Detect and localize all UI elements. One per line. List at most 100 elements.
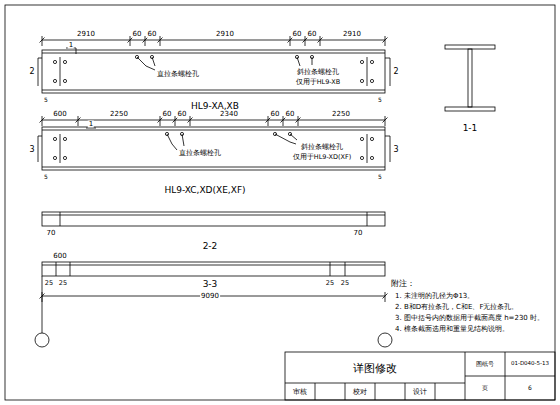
leader-line	[290, 134, 297, 140]
extension-line	[268, 116, 269, 126]
stiffener-line	[345, 262, 346, 276]
dimension-text: 60	[177, 111, 188, 118]
title-block-line	[435, 383, 436, 400]
beam-elevation	[42, 127, 385, 170]
dimension-tick	[383, 294, 388, 299]
bolt-hole	[370, 156, 373, 159]
section-number: 2	[392, 68, 399, 76]
stiffener-line	[56, 262, 57, 276]
title-block-line	[345, 383, 346, 400]
bolt-hole	[370, 137, 373, 140]
note-text: 1. 未注明的孔径为Φ13。	[394, 293, 475, 300]
section-title: 3-3	[202, 280, 219, 289]
bolt-hole	[63, 60, 66, 63]
dimension-text: 60	[292, 31, 303, 38]
dimension-text: 5	[43, 174, 49, 180]
leader-line	[297, 57, 300, 66]
dimension-tick	[288, 38, 293, 43]
dimension-tick	[128, 38, 133, 43]
top-flange	[445, 45, 495, 49]
section-cut-mark	[38, 136, 39, 162]
dimension-tick	[143, 38, 148, 43]
bolt-hole	[360, 79, 363, 82]
dimension-text: 2250	[109, 111, 129, 118]
bolt-hole	[53, 79, 56, 82]
axis-bubble	[378, 333, 392, 347]
bolt-hole	[63, 156, 66, 159]
section-number: 2	[28, 68, 35, 76]
extension-line	[42, 36, 43, 46]
beam-elevation	[42, 50, 385, 93]
bolt-hole	[63, 137, 66, 140]
section-number: 3	[28, 146, 35, 154]
bottom-flange	[445, 107, 495, 111]
dimension-text: 70	[353, 230, 364, 237]
leader-line	[312, 57, 313, 65]
axis-bubble	[35, 333, 49, 347]
leader-line	[137, 57, 155, 70]
leader-line	[182, 134, 184, 146]
dimension-text: 25	[340, 280, 350, 287]
notes-heading: 附注：	[390, 280, 416, 288]
dimension-text: 2250	[331, 111, 351, 118]
stiffener-line	[367, 212, 368, 226]
dimension-text: 25	[58, 280, 68, 287]
dimension-text: 9090	[200, 293, 220, 300]
bolt-hole	[63, 79, 66, 82]
bolt-hole	[53, 137, 56, 140]
section-number: 3	[392, 146, 399, 154]
bolt-hole	[370, 60, 373, 63]
title-block	[285, 352, 555, 400]
extension-line	[385, 292, 386, 302]
title-block-text: 设计	[412, 389, 428, 396]
extension-line	[298, 116, 299, 126]
extension-line	[385, 36, 386, 46]
hole-note: 仅用于HL9-XB	[295, 79, 342, 86]
dimension-text: 60	[162, 111, 173, 118]
center-line	[60, 134, 61, 163]
flange-line	[42, 90, 385, 91]
stiffener-line	[60, 212, 61, 226]
title-block-text: 校对	[352, 389, 368, 396]
axis-line	[42, 276, 43, 333]
dimension-tick	[281, 118, 286, 123]
hole-note: 仅用于HL9-XD(XF)	[292, 154, 352, 161]
bolt-hole	[360, 156, 363, 159]
dimension-text: 60	[285, 111, 296, 118]
extension-line	[130, 36, 131, 46]
dimension-tick	[303, 38, 308, 43]
dimension-tick	[158, 38, 163, 43]
section-title: 1-1	[462, 124, 479, 133]
dimension-tick	[158, 118, 163, 123]
bolt-hole	[370, 79, 373, 82]
dimension-text: 600	[52, 111, 67, 118]
section-cut-mark	[86, 128, 96, 129]
dimension-text: 60	[147, 31, 158, 38]
dimension-tick	[383, 118, 388, 123]
dimension-text: 60	[132, 31, 143, 38]
section-number: 1	[88, 121, 94, 128]
center-line	[367, 134, 368, 163]
section-title: 2-2	[202, 242, 219, 251]
beam-mark: HL9-XA,XB	[190, 102, 240, 111]
title-block-line	[315, 383, 316, 400]
title-block-line	[375, 383, 376, 400]
section-cut-mark	[38, 136, 42, 137]
plan-view-2-2	[42, 212, 385, 226]
dimension-text: 2910	[215, 31, 235, 38]
title-block-text: 审核	[292, 389, 308, 396]
title-block-text: 6	[527, 385, 533, 391]
dimension-text: 600	[52, 253, 67, 260]
title-block-text: 页	[481, 385, 489, 391]
flange-line	[42, 265, 385, 266]
section-cut-mark	[38, 58, 42, 59]
extension-line	[42, 116, 43, 126]
flange-line	[42, 53, 385, 54]
bolt-hole	[360, 137, 363, 140]
dimension-line	[42, 40, 385, 41]
dimension-text: 5	[377, 97, 383, 103]
dimension-text: 60	[307, 31, 318, 38]
beam-mark: HL9-XC,XD(XE,XF)	[163, 186, 246, 195]
hole-note: 斜拉条螺栓孔	[300, 144, 344, 151]
